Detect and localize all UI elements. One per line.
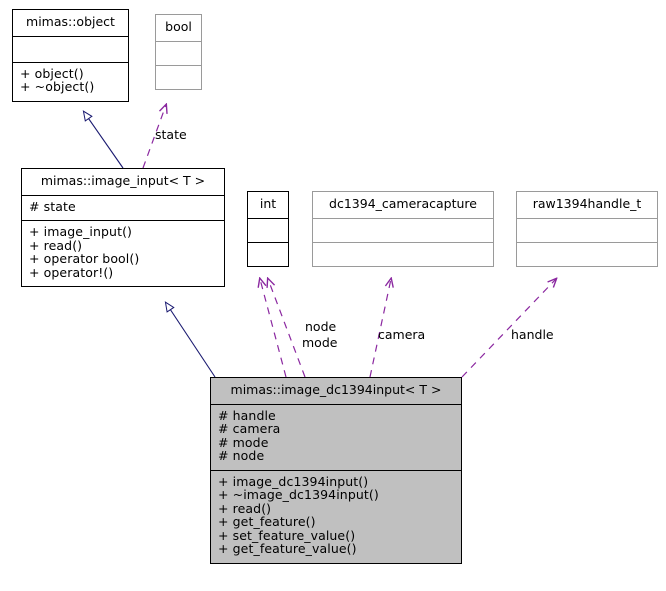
class-node-bool[interactable]: bool bbox=[155, 14, 202, 90]
operation-row: + object() bbox=[20, 65, 84, 81]
operation-row: + read() bbox=[218, 500, 272, 516]
attribute-row: # state bbox=[29, 198, 76, 214]
attribute-row: # handle bbox=[218, 407, 276, 423]
operations-compartment-mimas-object: + object() + ~object() bbox=[13, 61, 128, 101]
operation-row: + ~object() bbox=[20, 79, 95, 94]
attributes-compartment-mimas-image-dc1394input: # handle # camera # mode # node bbox=[211, 403, 461, 470]
operation-row: + image_input() bbox=[29, 224, 133, 239]
operation-row: + operator bool() bbox=[29, 251, 140, 266]
attributes-compartment-bool bbox=[156, 40, 201, 65]
edge-label-state: state bbox=[155, 127, 187, 142]
class-node-dc1394-cameracapture[interactable]: dc1394_cameracapture bbox=[312, 191, 494, 267]
operation-row: + ~image_dc1394input() bbox=[218, 487, 379, 502]
attribute-row: # mode bbox=[218, 434, 269, 450]
edge-label-camera: camera bbox=[378, 327, 426, 342]
operations-compartment-mimas-image-dc1394input: + image_dc1394input() + ~image_dc1394inp… bbox=[211, 469, 461, 563]
operations-compartment-mimas-image-input: + image_input() + read() + operator bool… bbox=[22, 220, 224, 286]
operations-compartment-bool bbox=[156, 64, 201, 89]
operation-row: + set_feature_value() bbox=[218, 527, 356, 543]
edge-label-node: node bbox=[305, 319, 337, 334]
attributes-compartment-dc1394-cameracapture bbox=[313, 217, 493, 242]
class-name-dc1394-cameracapture: dc1394_cameracapture bbox=[329, 196, 477, 211]
class-node-mimas-image-input[interactable]: mimas::image_input< T > # state + image_… bbox=[21, 168, 225, 287]
operation-row: + get_feature() bbox=[218, 514, 316, 529]
attributes-compartment-mimas-object bbox=[13, 35, 128, 62]
class-node-raw1394handle-t[interactable]: raw1394handle_t bbox=[516, 191, 658, 267]
attributes-compartment-raw1394handle-t bbox=[517, 217, 657, 242]
class-name-int: int bbox=[259, 196, 277, 211]
edge-label-mode: mode bbox=[302, 335, 338, 350]
attributes-compartment-mimas-image-input: # state bbox=[22, 194, 224, 221]
edge-usage-node-to-int bbox=[268, 279, 306, 378]
class-node-int[interactable]: int bbox=[247, 191, 289, 267]
operation-row: + operator!() bbox=[29, 264, 114, 280]
operations-compartment-int bbox=[248, 241, 288, 266]
edge-usage-mode-to-int bbox=[260, 279, 287, 378]
edge-inheritance-dc1394input-to-image-input bbox=[164, 301, 216, 378]
edge-inheritance-image-input-to-object bbox=[82, 110, 124, 169]
operation-row: + get_feature_value() bbox=[218, 541, 357, 556]
class-node-mimas-image-dc1394input[interactable]: mimas::image_dc1394input< T > # handle #… bbox=[210, 377, 462, 564]
class-node-mimas-object[interactable]: mimas::object + object() + ~object() bbox=[12, 9, 129, 102]
class-name-raw1394handle-t: raw1394handle_t bbox=[532, 196, 642, 211]
class-name-bool: bool bbox=[165, 19, 192, 34]
edge-label-handle: handle bbox=[511, 327, 554, 342]
attribute-row: # camera bbox=[218, 421, 281, 436]
operations-compartment-raw1394handle-t bbox=[517, 241, 657, 266]
attributes-compartment-int bbox=[248, 217, 288, 242]
operation-row: + image_dc1394input() bbox=[218, 473, 369, 489]
operation-row: + read() bbox=[29, 237, 83, 253]
class-name-mimas-object: mimas::object bbox=[26, 14, 115, 29]
class-name-mimas-image-input: mimas::image_input< T > bbox=[40, 173, 206, 188]
class-name-mimas-image-dc1394input: mimas::image_dc1394input< T > bbox=[230, 382, 442, 397]
attribute-row: # node bbox=[218, 448, 265, 463]
operations-compartment-dc1394-cameracapture bbox=[313, 241, 493, 266]
